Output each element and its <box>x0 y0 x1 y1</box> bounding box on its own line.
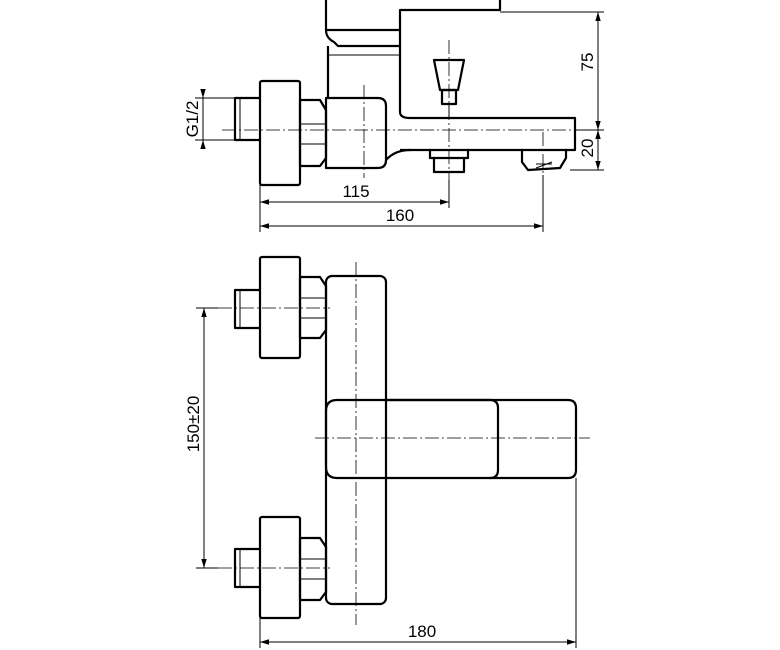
top-threaded-connector <box>233 288 260 330</box>
bottom-hex-nut <box>298 536 328 602</box>
diverter-knob <box>432 58 466 92</box>
top-hex-nut <box>298 275 328 340</box>
dim-connection-spacing: 150±20 <box>184 396 203 453</box>
top-flange <box>258 255 302 360</box>
front-dimensions: 150±20 180 <box>184 307 577 648</box>
dim-spout-distance: 115 <box>342 182 369 201</box>
hex-nut <box>298 98 328 168</box>
dim-thread: G1/2 <box>183 101 202 138</box>
bottom-flange <box>258 515 302 620</box>
handle-lever <box>324 0 502 48</box>
horizontal-spout <box>324 398 578 480</box>
side-dimensions: 75 20 G1/2 115 160 <box>183 11 604 232</box>
dim-total-width: 180 <box>408 622 436 641</box>
side-view <box>222 0 590 187</box>
dim-spout-height: 20 <box>578 139 597 158</box>
front-view <box>218 255 590 625</box>
threaded-connector <box>233 96 260 142</box>
dim-total-depth: 160 <box>386 206 414 225</box>
spout-aerator <box>520 150 568 172</box>
dim-top-height: 75 <box>578 53 597 72</box>
mixer-body <box>324 96 388 170</box>
wall-flange <box>258 79 302 187</box>
